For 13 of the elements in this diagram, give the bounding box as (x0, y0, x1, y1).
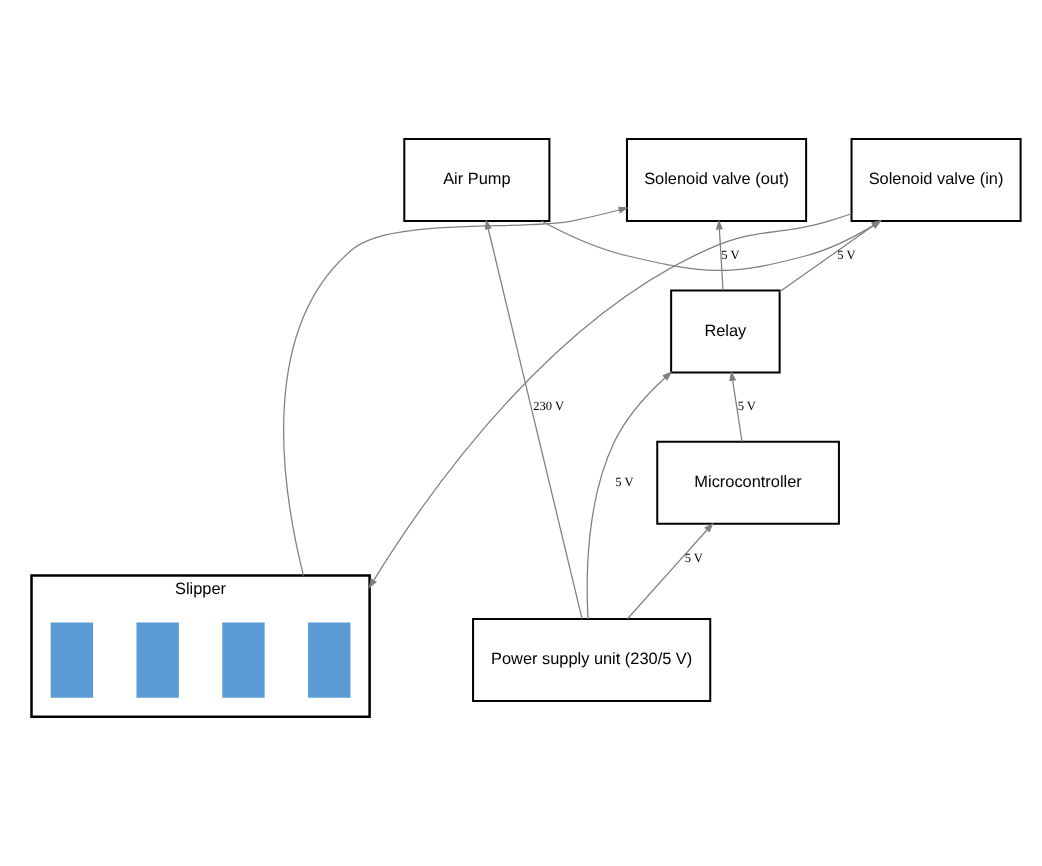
arrow (283, 206, 629, 577)
arrow (541, 220, 883, 272)
arrow (729, 370, 743, 443)
node-box (222, 622, 265, 698)
arrow (626, 522, 714, 620)
arrow (484, 219, 583, 620)
node-box (136, 622, 179, 698)
arrow (368, 213, 853, 589)
node-box (50, 622, 94, 698)
node-box (308, 622, 351, 698)
arrow (586, 371, 673, 620)
arrow (779, 220, 882, 293)
arrow (715, 219, 724, 291)
